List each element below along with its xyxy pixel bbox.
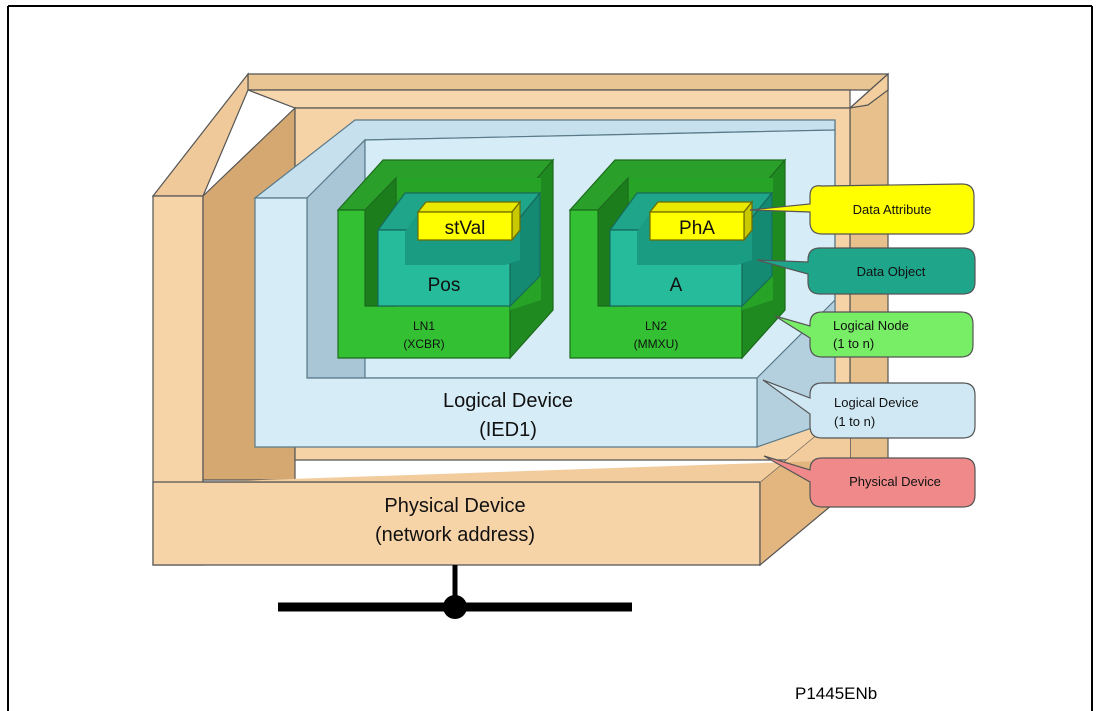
network-connection	[278, 565, 632, 619]
logical-node-2-class: (MMXU)	[634, 337, 679, 351]
callout-logical-node-label-line1: Logical Node	[833, 318, 909, 333]
callout-data-object-label: Data Object	[857, 264, 926, 279]
logical-node-2-name: LN2	[645, 319, 667, 333]
figure-id-label: P1445ENb	[795, 684, 878, 703]
callout-logical-device-label-line1: Logical Device	[834, 395, 919, 410]
data-attribute-stval-box	[416, 200, 522, 242]
data-attribute-label-pha: PhA	[679, 218, 715, 239]
data-object-label-a: A	[670, 275, 683, 296]
page-border	[7, 5, 1093, 711]
callout-logical-node	[774, 311, 974, 358]
data-object-label-pos: Pos	[428, 275, 461, 296]
callout-logical-device	[762, 379, 976, 439]
logical-node-1-class: (XCBR)	[403, 337, 444, 351]
callout-data-object	[756, 247, 976, 295]
logical-device-label-line2: (IED1)	[479, 419, 537, 441]
data-attribute-pha-box	[648, 200, 754, 242]
callout-data-attribute-label: Data Attribute	[853, 202, 932, 217]
logical-node-1-name: LN1	[413, 319, 435, 333]
data-attribute-label-stval: stVal	[445, 218, 486, 239]
callout-data-attribute	[749, 183, 975, 235]
logical-device-label-line1: Logical Device	[443, 390, 573, 412]
callout-physical-device-label: Physical Device	[849, 474, 941, 489]
callout-logical-node-label-line2: (1 to n)	[833, 336, 874, 351]
physical-device-label-line2: (network address)	[375, 524, 535, 546]
physical-device-label-line1: Physical Device	[384, 495, 525, 517]
callout-logical-device-label-line2: (1 to n)	[834, 414, 875, 429]
callout-physical-device	[763, 455, 976, 508]
